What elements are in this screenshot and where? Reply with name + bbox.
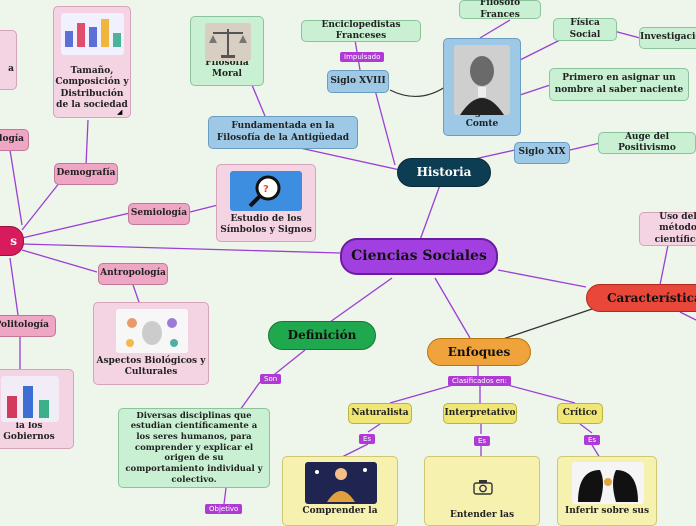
inferir-label: Inferir sobre sus (564, 505, 650, 516)
definicion-node[interactable]: Definición (268, 321, 376, 350)
critico-node[interactable]: Crítico (557, 403, 603, 424)
definicion-text-node[interactable]: Diversas disciplinas que estudian cientí… (118, 408, 270, 488)
central-topic[interactable]: Ciencias Sociales (340, 238, 498, 275)
fisica-social-node[interactable]: Física Social (553, 18, 617, 41)
antropologia-node[interactable]: Antropología (98, 263, 168, 285)
interpretativo-node[interactable]: Interpretativo (443, 403, 517, 424)
comprender-label: Comprender la (302, 505, 378, 516)
aspectos-node[interactable]: Aspectos Biológicos y Culturales (93, 302, 209, 385)
filosofia-moral-label: Filosofía Moral (205, 57, 249, 79)
siglo-xviii-node[interactable]: Siglo XVIII (327, 70, 389, 93)
son-tag: Son (260, 374, 282, 384)
svg-text:?: ? (263, 184, 269, 195)
politologia-node[interactable]: Politología (0, 315, 56, 337)
meditation-image (305, 462, 377, 504)
es-tag-interpretativo: Es (474, 436, 491, 446)
anthropology-image (116, 309, 188, 353)
partial-card-top-left[interactable]: a (0, 30, 17, 90)
fundamentada-node[interactable]: Fundamentada en la Filosofía de la Antig… (208, 116, 358, 149)
enfoques-node[interactable]: Enfoques (427, 338, 531, 366)
simbolos-label: Estudio de los Símbolos y Signos (220, 213, 312, 235)
demography-chart-image (61, 13, 124, 55)
gobiernos-node[interactable]: ia los Gobiernos (0, 369, 74, 449)
clasificados-tag: Clasificados en: (448, 376, 511, 386)
camera-icon (473, 479, 493, 499)
simbolos-node[interactable]: ? Estudio de los Símbolos y Signos (216, 164, 316, 242)
magnifier-icon: ? (230, 171, 302, 211)
gobiernos-label: ia los Gobiernos (3, 420, 55, 442)
balance-scale-icon (205, 23, 251, 61)
auge-positivismo-node[interactable]: Auge del Positivismo (598, 132, 696, 154)
siglo-xix-node[interactable]: Siglo XIX (514, 142, 570, 164)
caracteristicas-node[interactable]: Características (586, 284, 696, 312)
demografia-desc-node[interactable]: Tamaño, Composición y Distribución de la… (53, 6, 131, 118)
aspectos-label: Aspectos Biológicos y Culturales (96, 355, 206, 377)
es-tag-critico: Es (584, 435, 601, 445)
uso-metodo-node[interactable]: Uso del método científico (639, 212, 696, 246)
impulsado-tag: Impulsado (340, 52, 385, 62)
demografia-desc-label: Tamaño, Composición y Distribución de la… (55, 66, 129, 110)
semiologia-node[interactable]: Semiología (128, 203, 190, 225)
filosofia-moral-node[interactable]: Filosofía Moral (190, 16, 264, 86)
comte-portrait-image (454, 45, 510, 115)
heads-image (572, 462, 644, 504)
es-tag-naturalista: Es (359, 434, 376, 444)
expand-arrow-icon[interactable]: ◢ (117, 108, 123, 116)
government-image (1, 376, 59, 422)
entender-node[interactable]: Entender las (424, 456, 540, 526)
augusto-comte-node[interactable]: Augusto Comte (443, 38, 521, 136)
investigacion-node[interactable]: Investigación (639, 27, 696, 49)
naturalista-node[interactable]: Naturalista (348, 403, 412, 424)
objetivo-tag: Objetivo (205, 504, 243, 514)
inferir-node[interactable]: Inferir sobre sus (557, 456, 657, 526)
historia-node[interactable]: Historia (397, 158, 491, 187)
entender-label: Entender las (449, 509, 515, 520)
primero-node[interactable]: Primero en asignar un nombre al saber na… (549, 68, 689, 101)
demografia-node[interactable]: Demografía (54, 163, 118, 185)
filosofo-frances-node[interactable]: Filósofo Frances (459, 0, 541, 20)
enciclopedistas-node[interactable]: Enciclopedistas Franceses (301, 20, 421, 42)
comprender-node[interactable]: Comprender la (282, 456, 398, 526)
biologia-node[interactable]: ología (0, 129, 29, 151)
left-root-node[interactable]: s (0, 226, 24, 256)
